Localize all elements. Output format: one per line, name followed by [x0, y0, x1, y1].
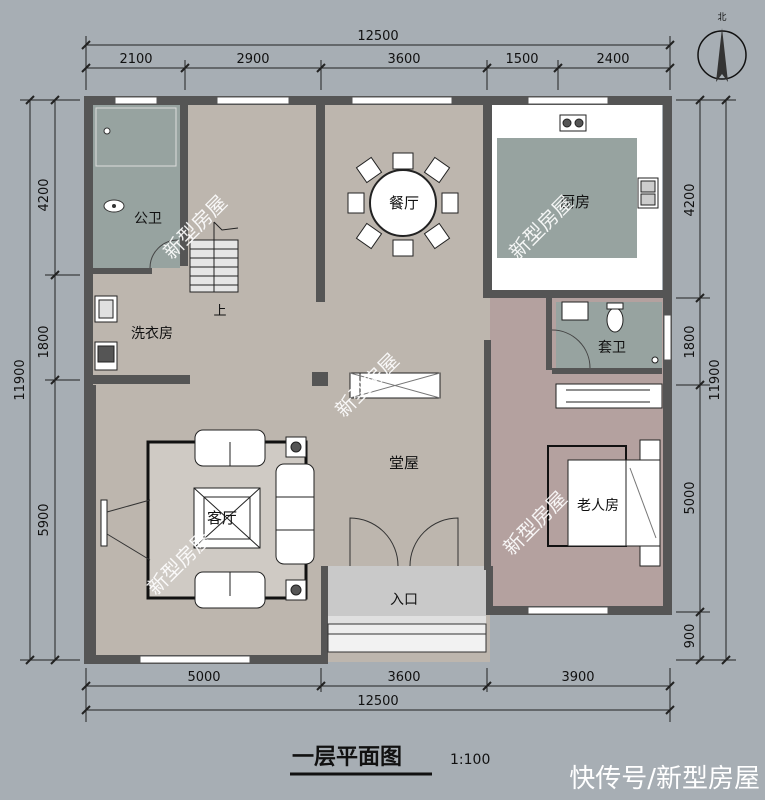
- plan-scale: 1:100: [450, 752, 490, 768]
- public-wc-fixtures: [95, 107, 179, 269]
- living-furniture: [100, 429, 315, 609]
- right-dimension-2: 1800: [683, 325, 698, 358]
- entrance-doors: [327, 517, 487, 653]
- left-dimension-1: 4200: [37, 178, 52, 211]
- right-dimension-lines: [676, 95, 736, 665]
- top-dimension-5: 2400: [596, 52, 629, 67]
- room-label-hall: 堂屋: [389, 454, 419, 472]
- right-dimension-4: 900: [683, 624, 698, 649]
- north-label: 北: [717, 12, 726, 23]
- left-dimension-3: 5900: [37, 503, 52, 536]
- room-label-ensuite-wc: 套卫: [598, 340, 626, 356]
- dining-table: [347, 152, 459, 257]
- staircase: [189, 221, 239, 293]
- laundry-fixtures: [94, 295, 118, 371]
- bottom-dimension-1: 5000: [187, 670, 220, 685]
- ensuite-wc-fixtures: [551, 301, 659, 369]
- room-label-kitchen: 厨房: [560, 193, 590, 211]
- plan-title: 一层平面图: [292, 745, 402, 770]
- windows: [114, 96, 672, 664]
- bottom-dimension-lines: [81, 668, 675, 722]
- left-dimension-2: 1800: [37, 325, 52, 358]
- top-dimension-4: 1500: [505, 52, 538, 67]
- room-label-laundry: 洗衣房: [131, 326, 173, 342]
- room-label-living: 客厅: [207, 509, 237, 527]
- bottom-dimension-3: 3900: [561, 670, 594, 685]
- left-dimension-lines: [20, 95, 80, 665]
- north-arrow-icon: 北: [697, 12, 747, 82]
- hall-shelf: [349, 372, 441, 399]
- top-dimension-2: 2900: [236, 52, 269, 67]
- room-label-dining: 餐厅: [389, 194, 419, 212]
- room-label-elder-room: 老人房: [577, 498, 619, 514]
- right-dimension-1: 4200: [683, 183, 698, 216]
- room-label-entrance: 入口: [390, 592, 418, 608]
- room-label-public-wc: 公卫: [134, 211, 162, 227]
- right-dimension-3: 5000: [683, 481, 698, 514]
- bottom-total-dimension: 12500: [357, 694, 398, 709]
- right-total-dimension: 11900: [708, 359, 723, 400]
- top-dimension-3: 3600: [387, 52, 420, 67]
- top-dimension-1: 2100: [119, 52, 152, 67]
- kitchen-fixtures: [559, 114, 659, 209]
- top-total-dimension: 12500: [357, 29, 398, 44]
- bottom-dimension-2: 3600: [387, 670, 420, 685]
- elder-room-furniture: [547, 383, 663, 567]
- stair-up-label: 上: [213, 304, 226, 319]
- credit-text: 快传号/新型房屋: [569, 764, 760, 794]
- top-dimension-lines: [81, 36, 675, 90]
- left-total-dimension: 11900: [13, 359, 28, 400]
